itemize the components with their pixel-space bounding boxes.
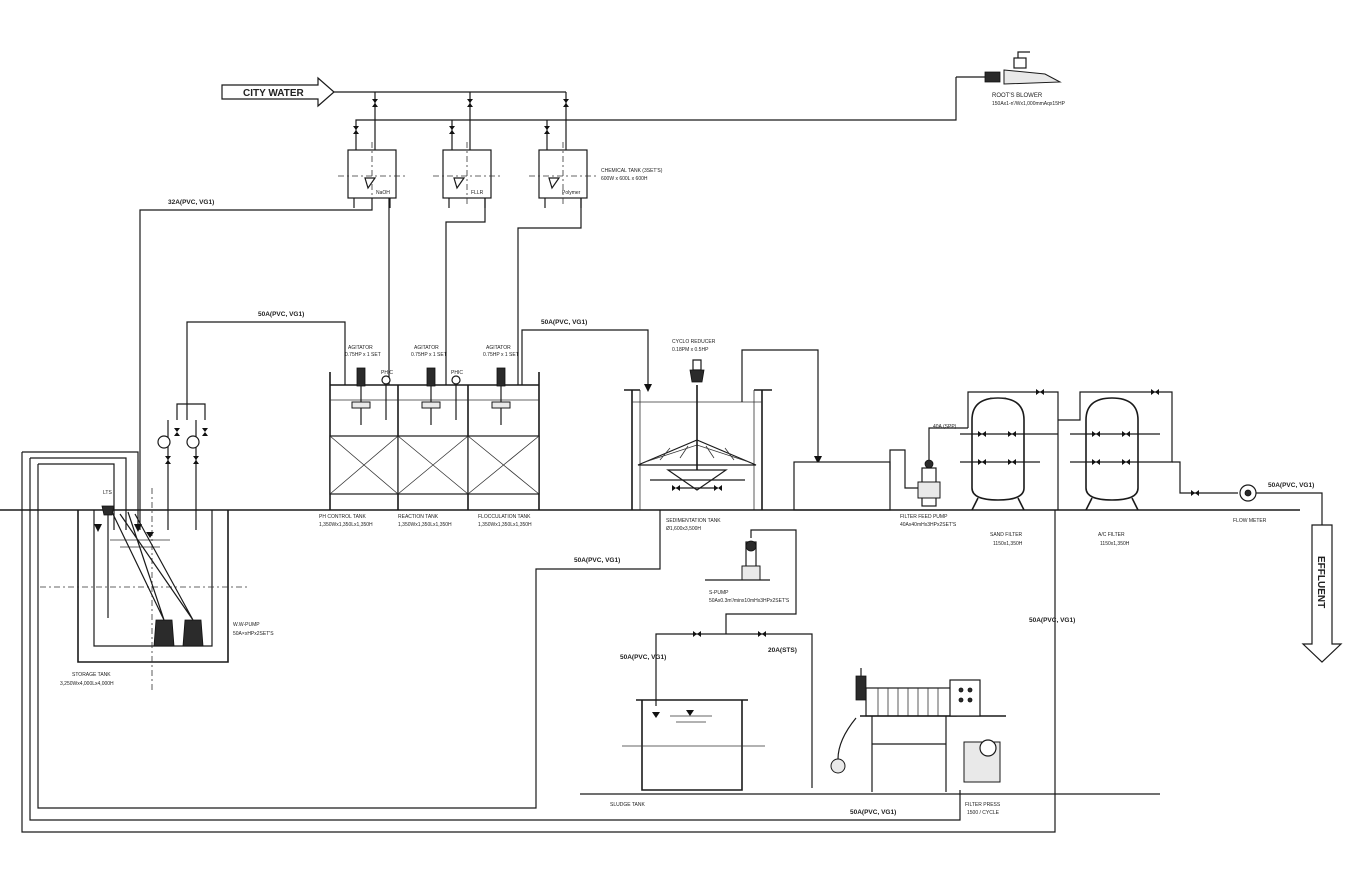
- flow-meter-name: FLOW METER: [1233, 518, 1267, 524]
- cyclo-reducer: [689, 359, 705, 383]
- agitator-label-1b: 0.75HP x 1 SET: [345, 352, 381, 358]
- chemical-tank-fllr: FLLR: [433, 142, 501, 208]
- s-pump-name: S-PUMP: [709, 590, 729, 596]
- sedimentation-name: SEDIMENTATION TANK: [666, 518, 721, 524]
- flocculation-outlet-pipe: [521, 329, 649, 390]
- pump-discharge-pipe: [186, 321, 346, 420]
- sand-filter-spec: 1150x1,350H: [993, 541, 1023, 547]
- chem-tank-label-1: NaOH: [376, 190, 390, 196]
- cyclo-name: CYCLO REDUCER: [672, 339, 716, 345]
- pipe-label-6: 50A(PVC, VG1): [620, 654, 666, 661]
- ph-label-1: PHIC: [381, 370, 393, 376]
- level-switch-lts: LTS: [101, 490, 115, 618]
- storage-tank: [40, 488, 250, 690]
- ww-pump-2: [182, 619, 204, 647]
- city-water-label: CITY WATER: [243, 88, 305, 99]
- chemical-tank-caption: CHEMICAL TANK (3SET'S): [601, 168, 663, 174]
- pressure-gauge-2: [186, 435, 200, 449]
- ac-filter-spec: 1150x1,350H: [1100, 541, 1130, 547]
- agitator-2: [421, 367, 441, 425]
- ww-pump-name: W.W-PUMP: [233, 622, 260, 628]
- roots-blower: ROOT'S BLOWER 150Ax1-n'/Wx1,000mmAqx15HP: [956, 51, 1066, 107]
- blower-name: ROOT'S BLOWER: [992, 93, 1043, 99]
- chemical-tank-polymer: Polymer: [529, 142, 597, 208]
- ac-filter-name: A/C FILTER: [1098, 532, 1125, 538]
- pipe-label-4: 50A(PVC, VG1): [574, 557, 620, 564]
- filter-press-name: FILTER PRESS: [965, 802, 1001, 808]
- tank-name-1: PH CONTROL TANK: [319, 514, 367, 520]
- flow-meter: [1239, 484, 1323, 525]
- filter-press-spec: 1500 / CYCLE: [967, 810, 1000, 816]
- ac-filter: [1070, 397, 1160, 511]
- treated-water-tank: [793, 461, 891, 511]
- agitator-label-3a: AGITATOR: [486, 345, 511, 351]
- pipe-label-7: 20A(STS): [768, 647, 797, 654]
- ph-sensor-2: [451, 375, 461, 385]
- ww-pump-spec: 50A×xHPx2SET'S: [233, 631, 274, 637]
- agitator-label-1a: AGITATOR: [348, 345, 373, 351]
- blower-spec: 150Ax1-n'/Wx1,000mmAqx15HP: [992, 101, 1066, 107]
- tank-spec-2: 1,350Wx1,350Lx1,350H: [398, 522, 452, 528]
- chem-tank-label-2: FLLR: [471, 190, 484, 196]
- agitator-1: [351, 367, 371, 425]
- cyclo-spec: 0.18PM x 0.5HP: [672, 347, 709, 353]
- tank-name-2: REACTION TANK: [398, 514, 439, 520]
- sand-filter-name: SAND FILTER: [990, 532, 1023, 538]
- pipe-label-3: 50A(PVC, VG1): [541, 319, 587, 326]
- sludge-name: SLUDGE TANK: [610, 802, 645, 808]
- storage-spec: 3,250Wx4,000Lx4,000H: [60, 681, 114, 687]
- filter-feed-spec: 40Ax40mHx3HPx2SET'S: [900, 522, 957, 528]
- filter-press: [830, 668, 1006, 792]
- s-pump: [705, 529, 797, 634]
- ww-pump-1: [153, 619, 175, 647]
- effluent-outlet: EFFLUENT: [1301, 524, 1343, 663]
- naoh-dosing-line: [139, 198, 373, 530]
- tank-spec-1: 1,350Wx1,350Lx1,350H: [319, 522, 373, 528]
- sedimentation-spec: Ø1,600x3,500H: [666, 526, 701, 532]
- air-header-pipe: [355, 77, 957, 150]
- ph-sensor-1: [381, 375, 391, 385]
- pipe-label-1: 32A(PVC, VG1): [168, 199, 214, 206]
- tank-name-3: FLOCCULATION TANK: [478, 514, 531, 520]
- pipe-label-9: 40A (SPP): [933, 424, 957, 430]
- sedimentation-tank: CYCLO REDUCER 0.18PM x 0.5HP: [624, 339, 772, 510]
- ph-label-2: PHIC: [451, 370, 463, 376]
- return-pipe-outer: [22, 451, 139, 530]
- reaction-tank-block: AGITATOR 0.75HP x 1 SET AGITATOR 0.75HP …: [329, 345, 540, 510]
- sand-filter: [960, 397, 1040, 511]
- pipe-label-5: 50A(PVC, VG1): [1029, 617, 1075, 624]
- city-water-inlet: CITY WATER: [221, 76, 335, 108]
- tank-spec-3: 1,350Wx1,350Lx1,350H: [478, 522, 532, 528]
- storage-name: STORAGE TANK: [72, 672, 111, 678]
- s-pump-spec: 50Ax0.3m'/minx10mHx3HPx2SET'S: [709, 598, 790, 604]
- lts-label: LTS: [103, 490, 112, 496]
- pipe-label-8: 50A(PVC, VG1): [850, 809, 896, 816]
- sludge-tank: [622, 699, 765, 791]
- agitator-label-3b: 0.75HP x 1 SET: [483, 352, 519, 358]
- filter-feed-pump: [917, 427, 968, 507]
- agitator-label-2a: AGITATOR: [414, 345, 439, 351]
- chem-tank-label-3: Polymer: [562, 190, 581, 196]
- filter-feed-name: FILTER FEED PUMP: [900, 514, 948, 520]
- agitator-label-2b: 0.75HP x 1 SET: [411, 352, 447, 358]
- sedimentation-overflow-pipe: [741, 349, 819, 462]
- pressure-gauge-1: [157, 435, 171, 449]
- agitator-3: [491, 367, 511, 425]
- pipe-label-2: 50A(PVC, VG1): [258, 311, 304, 318]
- effluent-label: EFFLUENT: [1315, 556, 1326, 608]
- chemical-tank-spec: 600W x 600L x 600H: [601, 176, 648, 182]
- pipe-label-10: 50A(PVC, VG1): [1268, 482, 1314, 489]
